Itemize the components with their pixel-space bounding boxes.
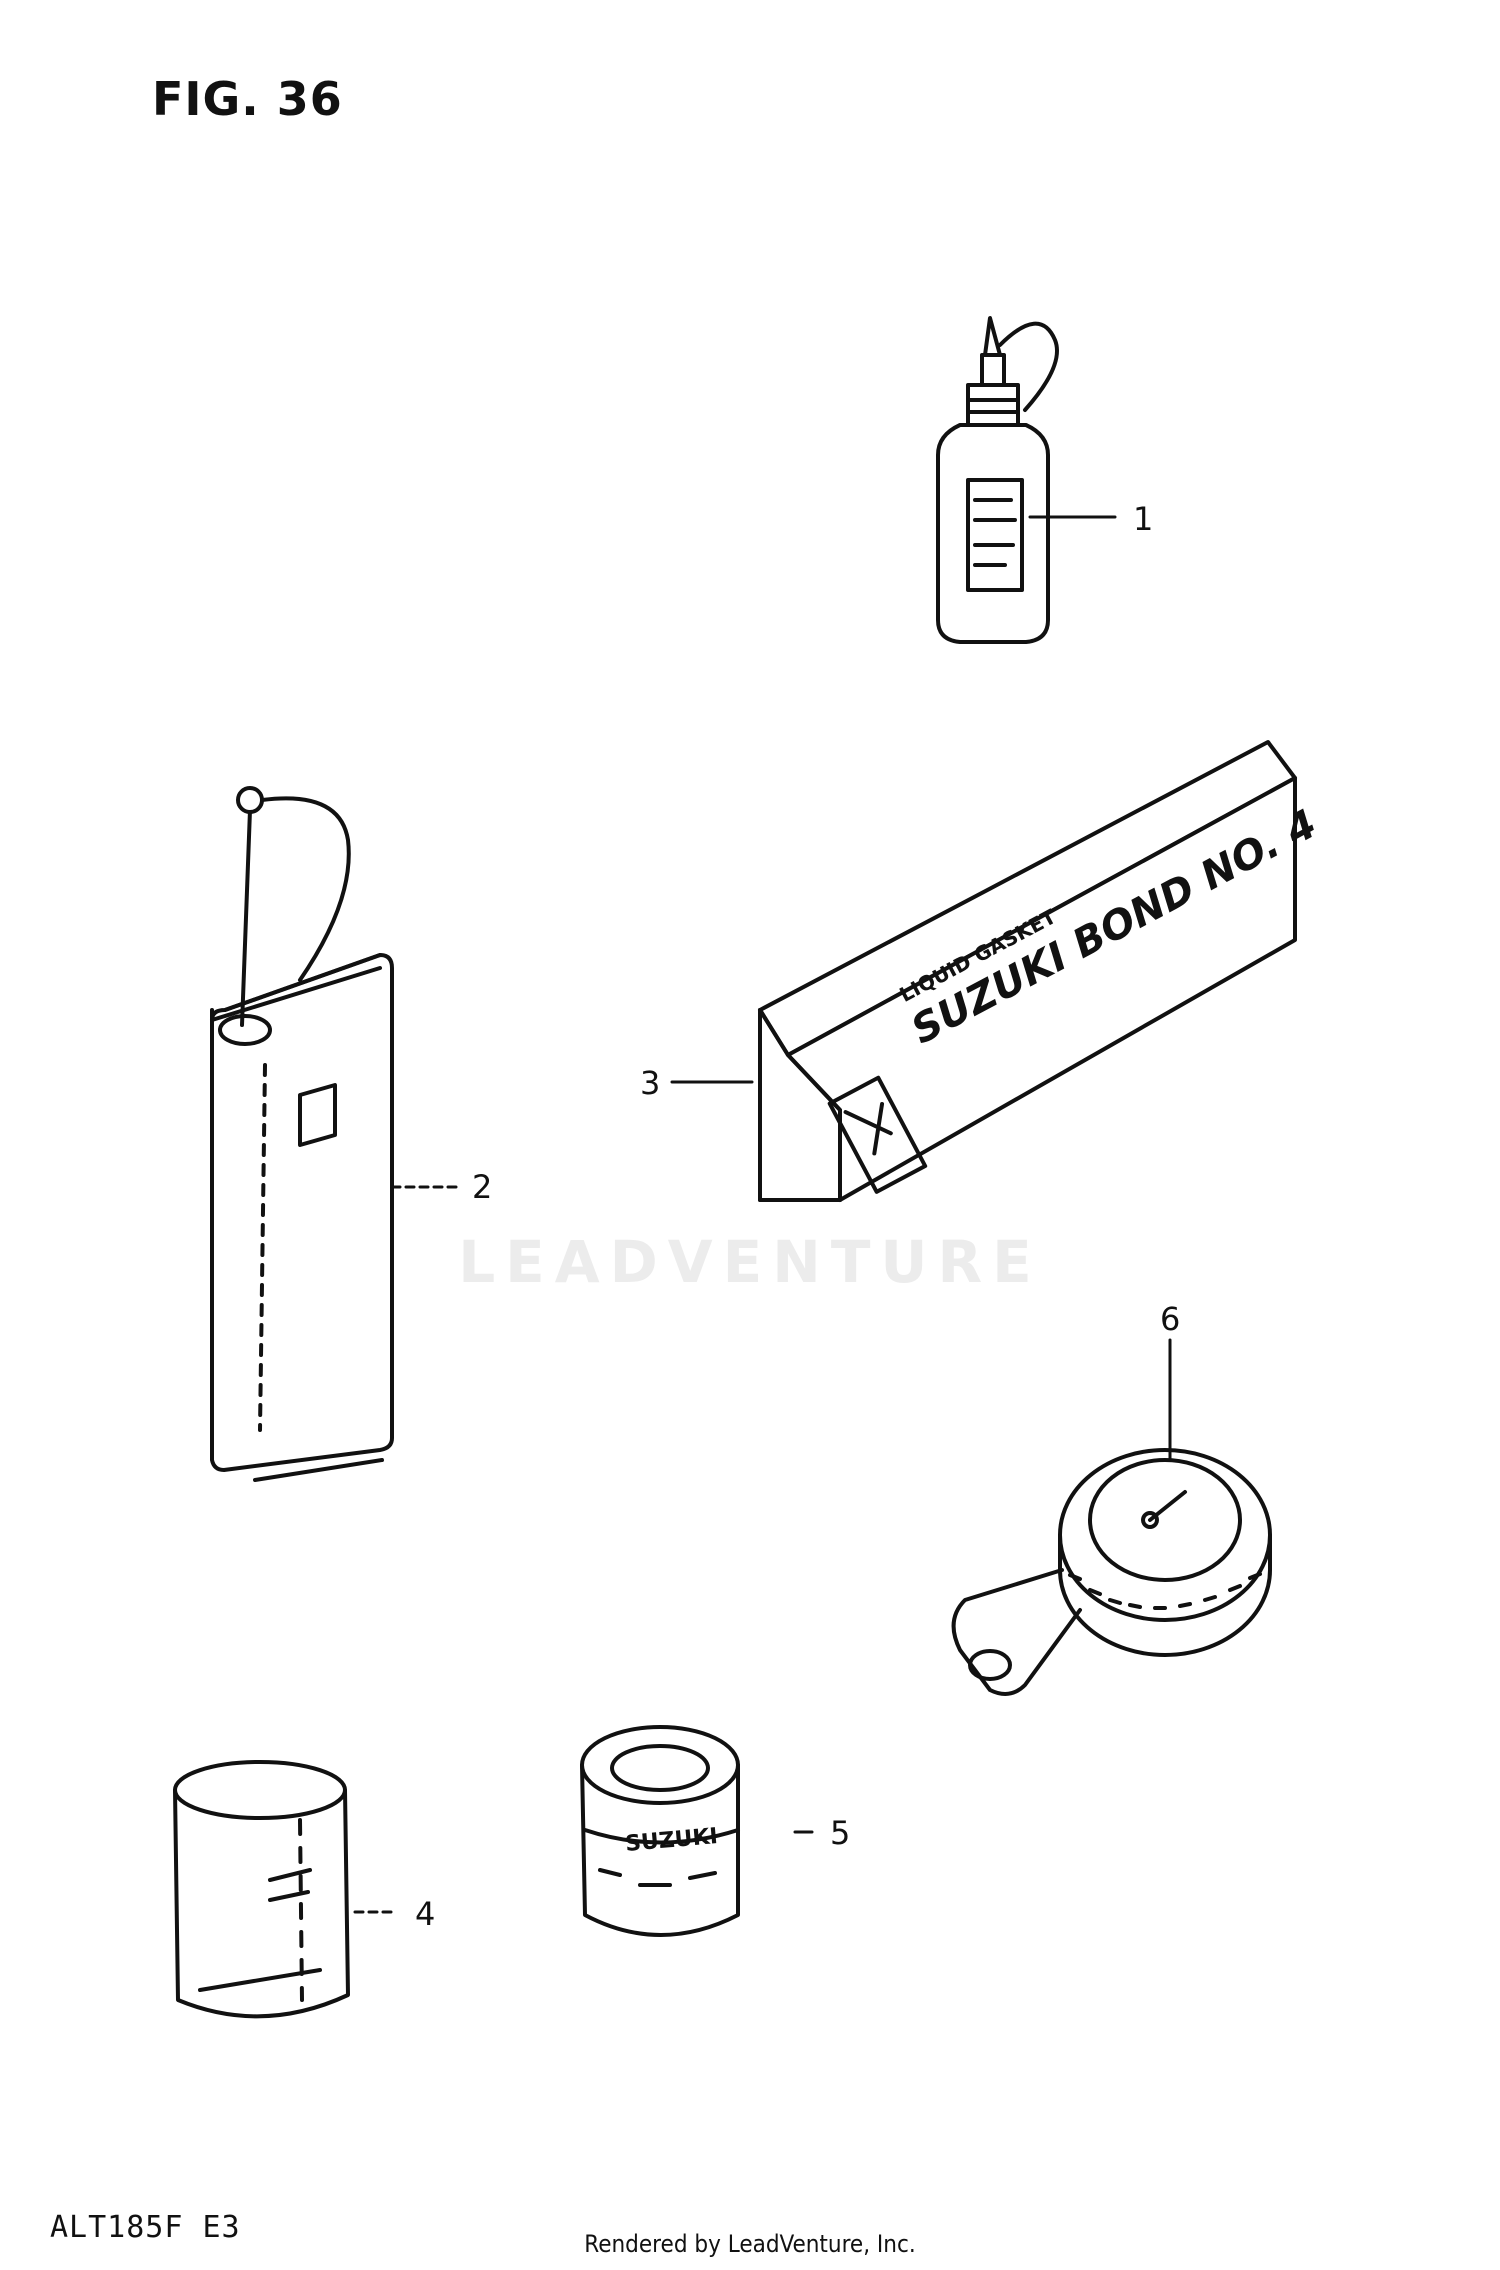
figure-title: FIG. 36	[152, 72, 343, 126]
watermark: LEADVENTURE	[458, 1228, 1042, 1296]
part-3-bond-box	[758, 740, 1297, 1202]
part-2-oil-can	[210, 786, 394, 1482]
footer-credit: Rendered by LeadVenture, Inc.	[584, 2230, 916, 2258]
callout-3: 3	[640, 1064, 660, 1102]
callout-4: 4	[415, 1895, 435, 1933]
part-6-pressure-gauge	[951, 1448, 1272, 1696]
part-5-sealant-can	[580, 1725, 740, 1937]
callout-6: 6	[1160, 1300, 1180, 1338]
callout-1: 1	[1133, 500, 1153, 538]
callout-5: 5	[830, 1814, 850, 1852]
model-code: ALT185F E3	[50, 2210, 241, 2245]
part-4-grease-can	[173, 1760, 350, 2019]
can-brand-text: SUZUKI	[624, 1824, 719, 1857]
callout-2: 2	[472, 1168, 492, 1206]
part-1-oil-bottle	[936, 316, 1059, 644]
